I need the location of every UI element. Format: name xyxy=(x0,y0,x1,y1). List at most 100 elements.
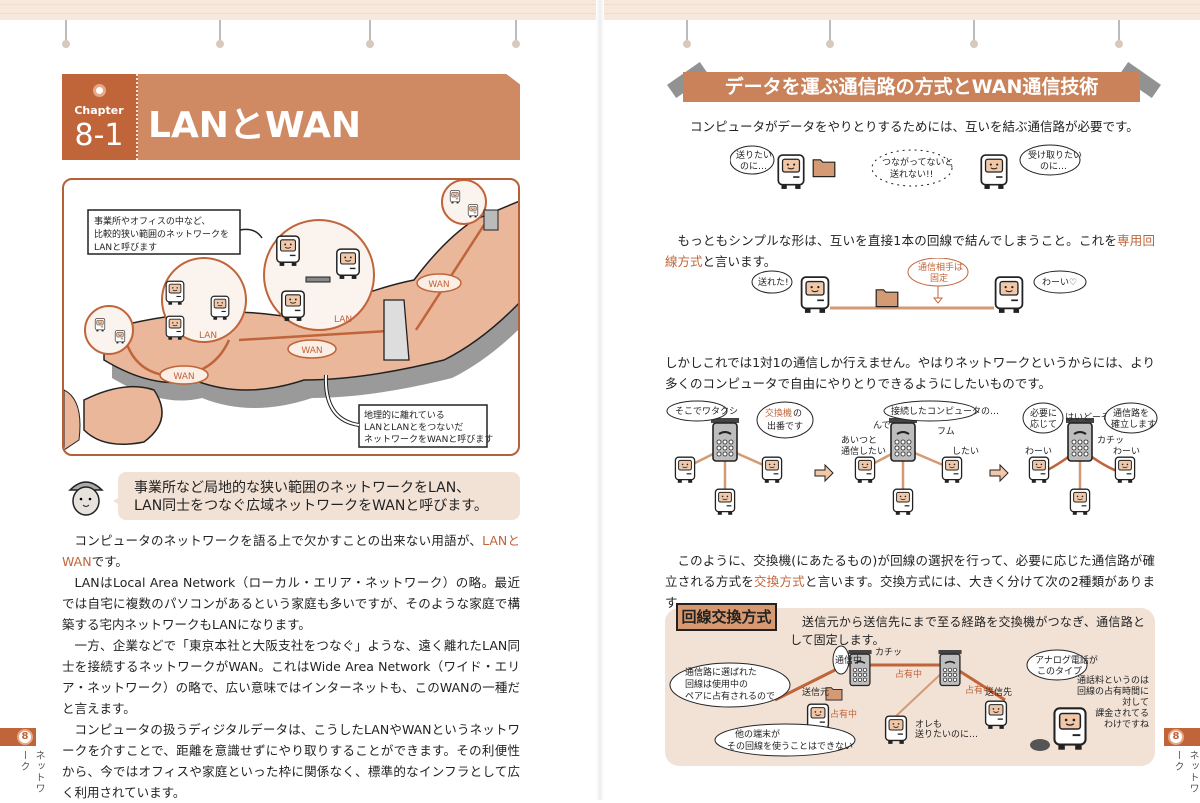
speech-text: 占有中 xyxy=(830,708,857,720)
speech-text: 出番です xyxy=(767,420,803,432)
speech-text: んで xyxy=(873,420,891,431)
speech-text: 送りたいのに… xyxy=(915,728,978,740)
speech-text: 回線は使用中の xyxy=(685,678,748,690)
side-tab-number: 8 xyxy=(17,729,33,745)
speech-text: 占有中 xyxy=(895,668,922,680)
speech-text: その回線を使うことはできない xyxy=(727,740,853,752)
speech-text: 送れない!! xyxy=(890,168,933,180)
wan-label: WAN xyxy=(173,372,194,382)
speech-text: このタイプ xyxy=(1037,666,1082,677)
text: もっともシンプルな形は、互いを直接1本の回線で結んでしまうこと。これを xyxy=(677,233,1118,248)
lan-label: LAN xyxy=(334,315,352,325)
pin-icon xyxy=(62,20,70,54)
paragraph: もっともシンプルな形は、互いを直接1本の回線で結んでしまうこと。これを専用回線方… xyxy=(665,230,1155,272)
wan-label: WAN xyxy=(428,280,449,290)
speech-text: あいつと xyxy=(841,435,877,446)
circuit-switching-desc: 送信元から送信先にまで至る経路を交換機がつなぎ、通信路として固定します。 xyxy=(790,613,1145,649)
speech-text: つながってないと xyxy=(882,156,954,168)
speech-text: 他の端末が xyxy=(735,728,780,740)
keyword-wan: WAN xyxy=(62,554,92,569)
speech-text: 通信中 xyxy=(835,654,862,666)
pin-icon xyxy=(366,20,374,54)
speech-text: したい xyxy=(952,446,979,457)
speech-text: 送信元 xyxy=(802,686,829,698)
pin-icon xyxy=(683,20,691,54)
callout-wan-line: LANとLANとをつないだ xyxy=(364,422,463,433)
book-gutter xyxy=(596,0,604,800)
figure-dedicated-line: 送れた! 通信相手は 固定 わーい♡ xyxy=(751,258,1087,314)
speech-text: 接続したコンピュータの… xyxy=(891,405,999,417)
speech-text: のに… xyxy=(740,161,767,172)
speech-text: カチッ xyxy=(875,647,902,658)
speech-text: 通信相手は xyxy=(918,261,963,273)
speech-text: カチッ xyxy=(1097,435,1124,446)
body-text: コンピュータのネットワークを語る上で欠かすことの出来ない用語が、LANと WANで… xyxy=(62,530,520,803)
speech-text: オレも xyxy=(915,719,942,730)
callout-lan-line: LANと呼びます xyxy=(94,242,157,253)
pin-icon xyxy=(216,20,224,54)
keyword-lan: LAN xyxy=(482,533,508,548)
tag-hole-icon xyxy=(93,84,106,97)
speech-text: 回線の占有時間に xyxy=(1077,685,1149,697)
side-tab-number: 8 xyxy=(1168,729,1184,745)
lan-wan-illustration: WAN WAN WAN LAN LAN 事業所やオフィスの中など、 比較的狭い範… xyxy=(62,178,520,456)
keyword-switching: 交換方式 xyxy=(754,574,805,589)
text: このように、交換機(にあたるもの)が回線の選択を行って、必要に応じた通信路が確立… xyxy=(665,553,1155,589)
figure-circuit-switching: 通信路に選ばれた 回線は使用中の ペアに占有されるので 他の端末が その回線を使… xyxy=(669,645,1149,757)
speech-text: 占有中 xyxy=(965,684,992,696)
paragraph: 一方、企業などで「東京本社と大阪支社をつなぐ」ような、遠く離れたLAN同士を接続… xyxy=(62,638,520,716)
telephone-icon xyxy=(1030,739,1050,751)
summary-note: 事業所など局地的な狭い範囲のネットワークをLAN、 LAN同士をつなぐ広域ネット… xyxy=(113,472,520,520)
speech-text: わーい♡ xyxy=(1042,277,1077,288)
speech-text: 通信したい xyxy=(841,445,886,457)
speech-text: 送りたい xyxy=(736,149,772,161)
pin-icon xyxy=(970,20,978,54)
speech-text: フム xyxy=(937,426,955,437)
speech-text: 課金されてる xyxy=(1095,707,1149,719)
speech-text: 交換機 xyxy=(765,407,792,419)
phone-computer-icon xyxy=(1053,707,1087,751)
side-tab-label: ネットワーク xyxy=(1172,750,1198,794)
lan-label: LAN xyxy=(199,331,217,341)
text: と xyxy=(507,533,520,548)
page-title: LANとWAN xyxy=(148,105,362,146)
wan-label: WAN xyxy=(301,346,322,356)
speech-text: 通信路に選ばれた xyxy=(685,666,757,678)
paragraph: コンピュータのネットワークを語る上で欠かすことの出来ない用語が、LANと WANで… xyxy=(62,530,520,572)
text: です。 xyxy=(91,554,128,569)
speech-text: アナログ電話が xyxy=(1035,654,1098,666)
speech-text: わーい xyxy=(1113,446,1140,457)
speech-text: はいどーぞ xyxy=(1065,412,1110,423)
side-tab-label: ネットワーク xyxy=(18,750,44,794)
speech-text: 固定 xyxy=(930,272,948,284)
speech-text: 受け取りたい xyxy=(1028,149,1082,161)
speech-text: そこでワタクシ xyxy=(675,406,738,417)
paragraph: このように、交換機(にあたるもの)が回線の選択を行って、必要に応じた通信路が確立… xyxy=(665,550,1155,613)
note-line: 事業所など局地的な狭い範囲のネットワークをLAN、 xyxy=(134,480,471,496)
callout-lan-line: 比較的狭い範囲のネットワークを xyxy=(94,228,229,240)
speech-text: 必要に xyxy=(1030,407,1057,419)
chapter-number: 8-1 xyxy=(74,118,124,153)
section-title: データを運ぶ通信路の方式とWAN通信技術 xyxy=(683,72,1140,102)
pin-icon xyxy=(512,20,520,54)
text: 送信元から送信先にまで至る経路を交換機がつなぎ、通信路として固定します。 xyxy=(790,615,1145,647)
paragraph: コンピュータがデータをやりとりするためには、互いを結ぶ通信路が必要です。 xyxy=(690,119,1139,134)
speech-text: のに… xyxy=(1040,161,1067,172)
chapter-header xyxy=(62,74,520,160)
circuit-switching-label: 回線交換方式 xyxy=(676,603,777,631)
speech-text: 応じて xyxy=(1030,418,1057,430)
paragraph: LANはLocal Area Network（ローカル・エリア・ネットワーク）の… xyxy=(62,575,520,632)
speech-text: わーい xyxy=(1025,446,1052,457)
speech-text: の xyxy=(793,409,802,419)
text: と言います。 xyxy=(702,254,777,269)
chapter-badge: Chapter 8-1 xyxy=(62,74,138,160)
acorn-mascot-icon xyxy=(68,481,104,516)
speech-text: 通信路を xyxy=(1113,407,1149,419)
figure-no-connection: 送りたい のに… つながってないと 送れない!! 受け取りたい のに… xyxy=(730,144,1082,190)
note-line: LAN同士をつなぐ広域ネットワークをWANと呼びます。 xyxy=(134,498,488,514)
figure-switching: そこでワタクシ 交換機 の 出番です 接続したコンピュータの… んで フム あい… xyxy=(666,400,1158,516)
speech-text: 確立します xyxy=(1111,418,1156,430)
speech-text: 送れた! xyxy=(758,276,789,288)
callout-wan-line: ネットワークをWANと呼びます xyxy=(364,434,493,445)
text: コンピュータのネットワークを語る上で欠かすことの出来ない用語が、 xyxy=(74,533,483,548)
